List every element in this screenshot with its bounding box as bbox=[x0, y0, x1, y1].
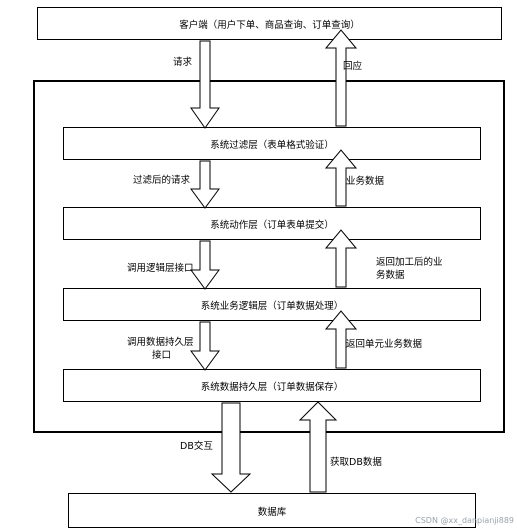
action-layer-label: 系统动作层（订单表单提交） bbox=[210, 219, 334, 231]
arrow-return-unit-data bbox=[324, 310, 358, 369]
database-label: 数据库 bbox=[257, 506, 287, 518]
label-call-persist-api-2: 接口 bbox=[152, 350, 172, 361]
label-request: 请求 bbox=[173, 57, 193, 68]
filter-layer-label: 系统过滤层（表单格式验证） bbox=[210, 139, 334, 151]
label-call-persist-api-1: 调用数据持久层 bbox=[127, 337, 194, 348]
label-return-processed-1: 返回加工后的业 bbox=[376, 257, 443, 268]
logic-layer-node: 系统业务逻辑层（订单数据处理） bbox=[63, 288, 481, 321]
arrow-business-data bbox=[324, 149, 358, 207]
label-business-data: 业务数据 bbox=[346, 176, 385, 187]
label-filtered-request: 过滤后的请求 bbox=[133, 175, 191, 186]
system-frame bbox=[33, 80, 505, 433]
arrow-response bbox=[324, 29, 358, 127]
label-response: 回应 bbox=[343, 61, 363, 72]
label-return-unit-data: 返回单元业务数据 bbox=[346, 339, 423, 350]
client-label: 客户端（用户下单、商品查询、订单查询） bbox=[179, 19, 360, 31]
persist-layer-node: 系统数据持久层（订单数据保存） bbox=[63, 369, 481, 402]
arrow-filtered-request bbox=[190, 160, 220, 209]
label-return-processed-2: 务数据 bbox=[376, 270, 405, 281]
watermark: CSDN @xx_danpianji889 bbox=[415, 516, 514, 525]
label-fetch-db-data: 获取DB数据 bbox=[330, 457, 382, 468]
label-db-interaction: DB交互 bbox=[180, 441, 213, 452]
arrow-return-processed bbox=[324, 229, 358, 288]
arrow-call-persist-api bbox=[190, 321, 220, 371]
arrow-request bbox=[190, 40, 220, 129]
arrow-call-logic-api bbox=[190, 240, 220, 290]
database-node: 数据库 bbox=[68, 493, 476, 528]
persist-layer-label: 系统数据持久层（订单数据保存） bbox=[200, 381, 344, 393]
logic-layer-label: 系统业务逻辑层（订单数据处理） bbox=[200, 300, 344, 312]
arrow-fetch-db-data bbox=[298, 401, 338, 493]
client-node: 客户端（用户下单、商品查询、订单查询） bbox=[37, 7, 502, 40]
filter-layer-node: 系统过滤层（表单格式验证） bbox=[63, 127, 481, 160]
label-call-logic-api: 调用逻辑层接口 bbox=[127, 263, 194, 274]
action-layer-node: 系统动作层（订单表单提交） bbox=[63, 207, 481, 240]
arrow-db-interaction bbox=[210, 402, 252, 493]
